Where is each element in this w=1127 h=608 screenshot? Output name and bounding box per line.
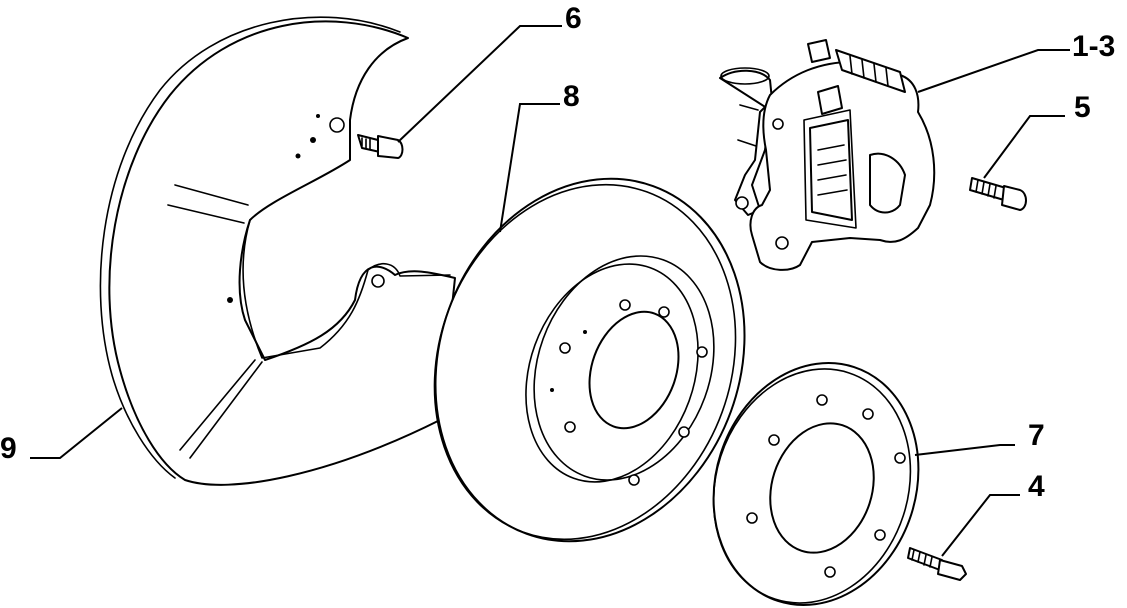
callout-label-4: 4 [1028,470,1045,503]
leader-line-4 [941,494,1020,557]
caliper-bolt-part [969,177,1027,211]
dust-shield-part [99,16,456,486]
shield-bolt-part [357,134,404,159]
callout-label-8: 8 [563,80,580,113]
caliper-part [719,39,936,271]
callout-label-7: 7 [1028,419,1045,452]
callout-label-9: 9 [0,432,17,465]
leader-line-9 [30,407,123,459]
leader-line-6 [397,25,562,143]
callout-label-1-3: 1-3 [1072,30,1115,63]
callout-label-6: 6 [565,2,582,35]
leader-line-1-3 [917,49,1070,93]
spacer-ring-part [712,362,920,606]
disc-screw-part [907,547,967,581]
leader-line-8 [499,103,560,233]
brake-disc-part [433,177,746,543]
leader-line-5 [983,115,1065,179]
leader-line-7 [914,444,1015,456]
callout-label-5: 5 [1074,91,1091,124]
